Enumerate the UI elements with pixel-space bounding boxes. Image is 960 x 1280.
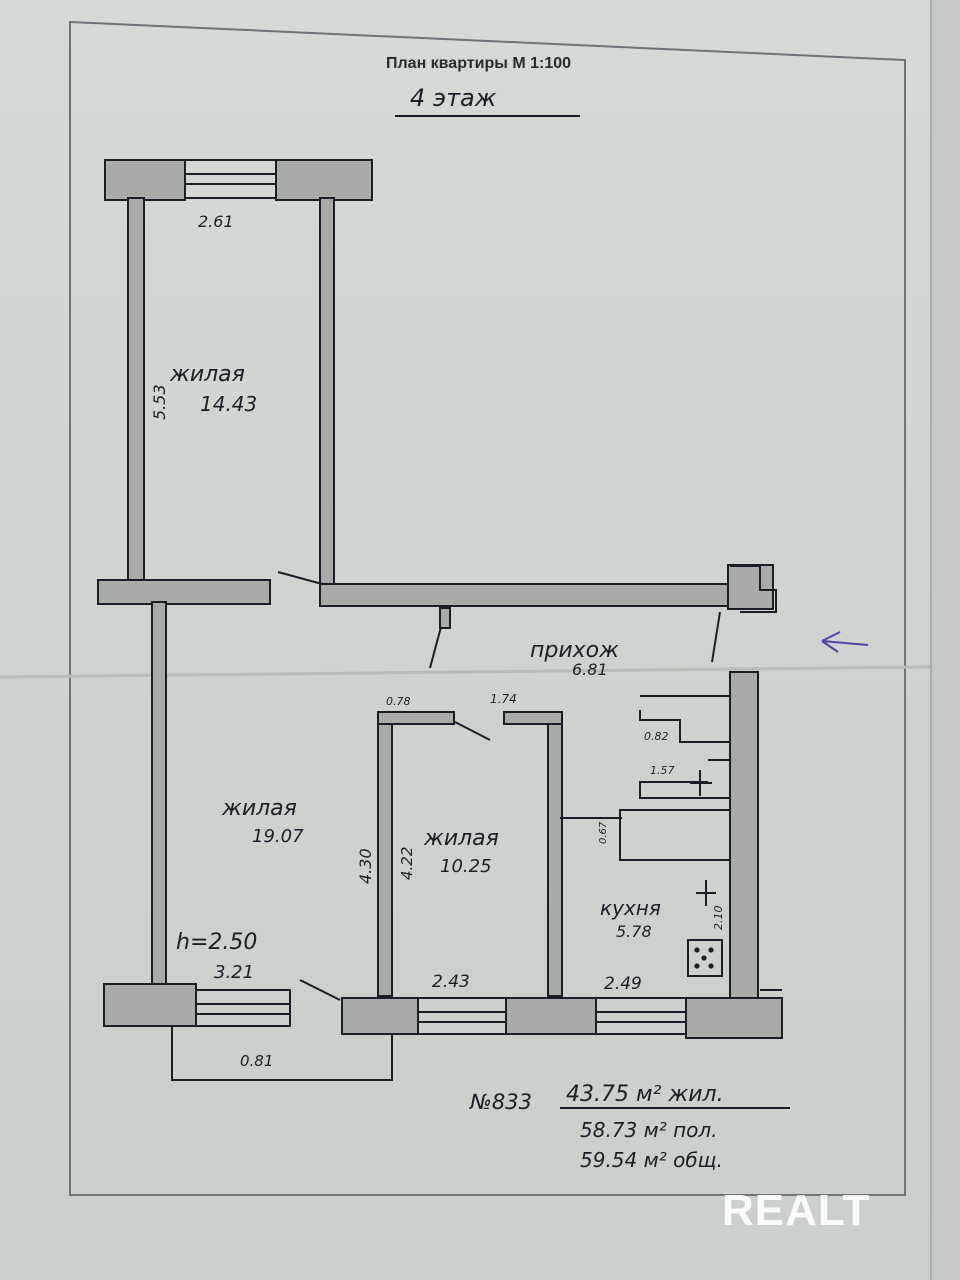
- dim-ceiling: h=2.50: [176, 930, 258, 955]
- wall-shaft: [727, 564, 774, 610]
- kitchen-name: кухня: [600, 896, 661, 920]
- door-middle-room: [454, 721, 491, 741]
- dim-top-width: 2.61: [198, 212, 234, 231]
- room-bottom-left-area: 19.07: [252, 826, 304, 847]
- room-bottom-left-name: жилая: [222, 796, 297, 821]
- window-top: [184, 159, 277, 199]
- closet-bottom: [619, 809, 731, 861]
- paper-edge: [930, 0, 960, 1280]
- door-entrance: [711, 611, 721, 663]
- balcony-outline: [171, 1026, 393, 1081]
- wall-middle-top-a: [377, 711, 455, 725]
- stove-icon: [687, 939, 723, 977]
- wall-mid-right: [319, 583, 731, 607]
- wall-middle-right: [547, 711, 563, 997]
- wall-middle-top-b: [503, 711, 563, 725]
- plan-title: План квартиры М 1:100: [386, 55, 572, 72]
- wall-bottom-right: [685, 997, 783, 1039]
- dim-closet-b: 1.57: [650, 764, 675, 777]
- totals-living: 43.75 м² жил.: [566, 1082, 724, 1107]
- wall-top-right: [275, 159, 373, 201]
- realt-watermark: REALT: [722, 1186, 871, 1235]
- dim-kitchen-depth: 2.10: [712, 905, 725, 931]
- wall-top-left: [104, 159, 186, 201]
- room-middle-name: жилая: [424, 826, 499, 851]
- dim-bottom-left-width: 3.21: [214, 962, 255, 983]
- shaft-detail: [730, 565, 777, 613]
- closet-top: [639, 695, 731, 743]
- wall-partition-upper: [319, 197, 335, 585]
- wall-left-lower: [151, 601, 167, 985]
- door-hinge: [439, 607, 451, 629]
- window-bottom-mid: [417, 997, 507, 1035]
- room-top-area: 14.43: [200, 392, 258, 416]
- dim-middle-outer: 4.30: [356, 848, 375, 884]
- dim-closet-a: 0.82: [644, 730, 669, 743]
- dim-door-b: 1.74: [490, 692, 517, 706]
- dim-door-a: 0.78: [386, 695, 411, 708]
- floor-label: 4 этаж: [410, 84, 497, 112]
- window-bottom-right: [595, 997, 687, 1035]
- room-middle-area: 10.25: [440, 856, 492, 877]
- closet-mid: [639, 759, 731, 799]
- door-balcony: [299, 979, 341, 1001]
- dim-middle-width: 2.43: [432, 972, 470, 992]
- dim-top-length: 5.53: [150, 384, 169, 420]
- kitchen-area: 5.78: [616, 922, 652, 941]
- totals-total: 59.54 м² общ.: [580, 1148, 723, 1172]
- room-top-name: жилая: [170, 362, 245, 387]
- sheet-border: [69, 20, 906, 1196]
- window-bottom-left: [195, 989, 291, 1027]
- totals-floor: 58.73 м² пол.: [580, 1118, 718, 1142]
- dim-middle-inner: 4.22: [398, 846, 416, 880]
- arrow-icon: [821, 631, 869, 653]
- door-top-room: [277, 571, 323, 585]
- fold-line: [0, 665, 931, 679]
- hallway-name: прихож: [530, 638, 619, 663]
- dim-closet-c: 0.67: [598, 821, 609, 844]
- dim-kitchen-width: 2.49: [604, 974, 642, 994]
- totals-ref: №833: [470, 1090, 532, 1114]
- wall-middle-left: [377, 711, 393, 997]
- wall-mid-left: [97, 579, 271, 605]
- wall-kitchen-right: [729, 671, 759, 1003]
- wall-bottom-a: [341, 997, 419, 1035]
- dim-balcony: 0.81: [240, 1052, 274, 1070]
- wall-bottom-left: [103, 983, 197, 1027]
- wall-left-upper: [127, 197, 145, 581]
- wall-bottom-b: [505, 997, 597, 1035]
- hallway-area: 6.81: [572, 660, 608, 679]
